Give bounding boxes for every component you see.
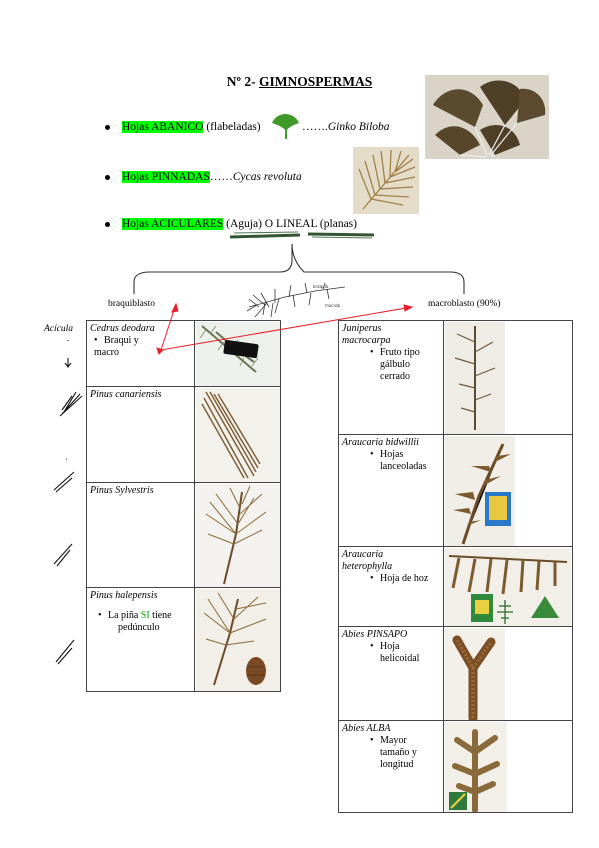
highlight-pinnadas: Hojas PINNADAS	[122, 171, 210, 183]
row-detail-2: macro	[94, 347, 119, 358]
curly-brace	[133, 243, 465, 294]
species-name: Cedrus deodara	[90, 323, 155, 334]
bullet-aciculares: Hojas ACICULARES (Aguja) O LINEAL (plana…	[105, 218, 357, 230]
species-name: Araucaria bidwillii	[342, 437, 419, 448]
table-row: Abies ALBA Mayor tamaño y longitud	[339, 721, 572, 813]
species-name-2: heterophylla	[342, 561, 393, 572]
bullet-pinnadas: Hojas PINNADAS……Cycas revoluta	[105, 171, 302, 183]
row-detail-2: gálbulo	[380, 359, 410, 370]
branch-sketch: braquib macrob	[246, 282, 346, 318]
table-row: Juniperus macrocarpa Fruto tipo gálbulo …	[339, 321, 572, 435]
row-detail: Mayor	[370, 735, 417, 747]
detail-si: SI	[140, 610, 150, 621]
species-name-2: macrocarpa	[342, 335, 391, 346]
table-row: Cedrus deodara Braqui y macro	[87, 321, 280, 387]
table-row: Araucaria heterophylla Hoja de hoz	[339, 547, 572, 627]
highlight-abanico: Hojas ABANICO	[122, 121, 204, 133]
dots-pinnadas: ……	[209, 171, 233, 183]
left-species-table: Cedrus deodara Braqui y macro Pinus cana…	[86, 320, 281, 692]
abies-alba-photo	[445, 722, 507, 812]
right-species-table: Juniperus macrocarpa Fruto tipo gálbulo …	[338, 320, 573, 813]
table-row: Pinus canariensis	[87, 387, 280, 483]
species-name: Pinus canariensis	[90, 389, 162, 400]
detail-pedunculo: pedúnculo	[118, 622, 160, 633]
pinus-canariensis-photo	[196, 388, 280, 482]
bullet-abanico: Hojas ABANICO (flabeladas)	[105, 121, 261, 133]
row-text: Pinus Sylvestris	[90, 485, 154, 497]
bullet-abanico-detail: (flabeladas)	[203, 121, 261, 133]
ginkgo-photo	[425, 75, 549, 159]
row-text: Araucaria heterophylla Hoja de hoz	[342, 549, 428, 585]
table-divider	[194, 321, 195, 691]
species-name: Araucaria	[342, 549, 384, 560]
cycas-photo	[353, 147, 419, 214]
row-detail: Braqui y	[94, 335, 155, 347]
bullet-aciculares-detail: (Aguja) O LINEAL (planas)	[223, 218, 357, 230]
row-text: Abies ALBA Mayor tamaño y longitud	[342, 723, 417, 771]
species-name: Pinus Sylvestris	[90, 485, 154, 496]
table-row: Araucaria bidwillii Hojas lanceoladas	[339, 435, 572, 547]
juniperus-photo	[445, 322, 505, 434]
dots-abanico: …….	[302, 121, 328, 133]
row-detail-2: tamaño y	[380, 747, 417, 758]
margin-needle-sketches	[53, 340, 83, 665]
row-detail: Fruto tipo	[370, 347, 420, 359]
row-text: Pinus halepensis •La piña SI tiene pedún…	[90, 590, 172, 634]
svg-text:braquib: braquib	[313, 284, 329, 289]
table-row: Pinus Sylvestris	[87, 483, 280, 588]
detail-post: tiene	[149, 610, 172, 621]
title-main: GIMNOSPERMAS	[258, 74, 373, 89]
svg-text:macrob: macrob	[325, 303, 341, 308]
row-detail: Hoja	[370, 641, 419, 653]
cedrus-photo	[196, 322, 280, 386]
page-title: Nº 2- GIMNOSPERMAS	[0, 74, 599, 90]
ginkgo-leaf-icon	[272, 114, 299, 139]
araucaria-heterophylla-photo	[445, 548, 571, 626]
pinus-halepensis-photo	[196, 589, 280, 691]
row-detail: Hojas	[370, 449, 427, 461]
label-acicula: Acícula	[44, 324, 74, 334]
label-macroblasto: macroblasto (90%)	[428, 299, 501, 309]
species-name: Abies PINSAPO	[342, 629, 408, 640]
species-name: Juniperus	[342, 323, 382, 334]
detail-pre: La piña	[108, 610, 141, 621]
row-text: Abies PINSAPO Hoja helicoidal	[342, 629, 419, 665]
species-name: Pinus halepensis	[90, 590, 158, 601]
table-divider	[443, 321, 444, 812]
row-text: Pinus canariensis	[90, 389, 161, 401]
bullet-dot	[105, 221, 110, 227]
bullet-dot	[105, 124, 110, 130]
araucaria-bidwillii-photo	[445, 436, 515, 546]
species-cycas: Cycas revoluta	[232, 171, 302, 183]
row-detail: Hoja de hoz	[370, 573, 428, 585]
label-braquiblasto: braquiblasto	[108, 299, 155, 309]
bullet-abanico-species: …….Ginko Biloba	[302, 121, 390, 133]
row-detail-2: helicoidal	[380, 653, 420, 664]
table-row: Abies PINSAPO Hoja helicoidal	[339, 627, 572, 721]
bullet-dot	[105, 174, 110, 180]
species-ginko: Ginko Biloba	[327, 121, 390, 133]
row-detail-2: lanceoladas	[380, 461, 427, 472]
row-detail: •La piña SI tiene	[98, 610, 172, 621]
species-name: Abies ALBA	[342, 723, 391, 734]
highlight-aciculares: Hojas ACICULARES	[122, 218, 224, 230]
needle-sketch	[229, 231, 375, 239]
row-text: Cedrus deodara Braqui y macro	[90, 323, 155, 359]
row-text: Araucaria bidwillii Hojas lanceoladas	[342, 437, 427, 473]
row-detail-3: longitud	[380, 759, 414, 770]
row-detail-3: cerrado	[380, 371, 410, 382]
row-text: Juniperus macrocarpa Fruto tipo gálbulo …	[342, 323, 420, 383]
pinus-sylvestris-photo	[196, 484, 280, 587]
title-prefix: Nº 2-	[226, 74, 259, 89]
table-row: Pinus halepensis •La piña SI tiene pedún…	[87, 588, 280, 692]
abies-pinsapo-photo	[445, 628, 505, 720]
